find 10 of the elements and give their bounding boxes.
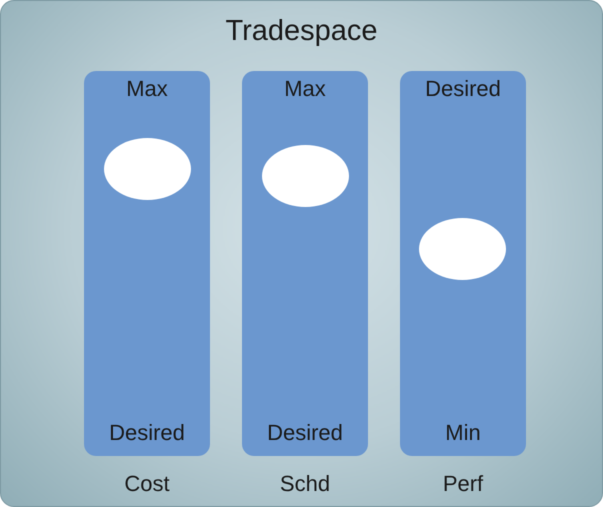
axis-label: Schd (278, 471, 332, 497)
top-label: Desired (424, 76, 502, 102)
bottom-label: Desired (266, 420, 344, 446)
top-label: Max (283, 76, 327, 102)
top-label: Max (125, 76, 169, 102)
bottom-label: Desired (108, 420, 186, 446)
axis-label: Perf (442, 471, 484, 497)
axis-label: Cost (123, 471, 171, 497)
title: Tradespace (224, 15, 379, 48)
bottom-label: Min (444, 420, 482, 446)
